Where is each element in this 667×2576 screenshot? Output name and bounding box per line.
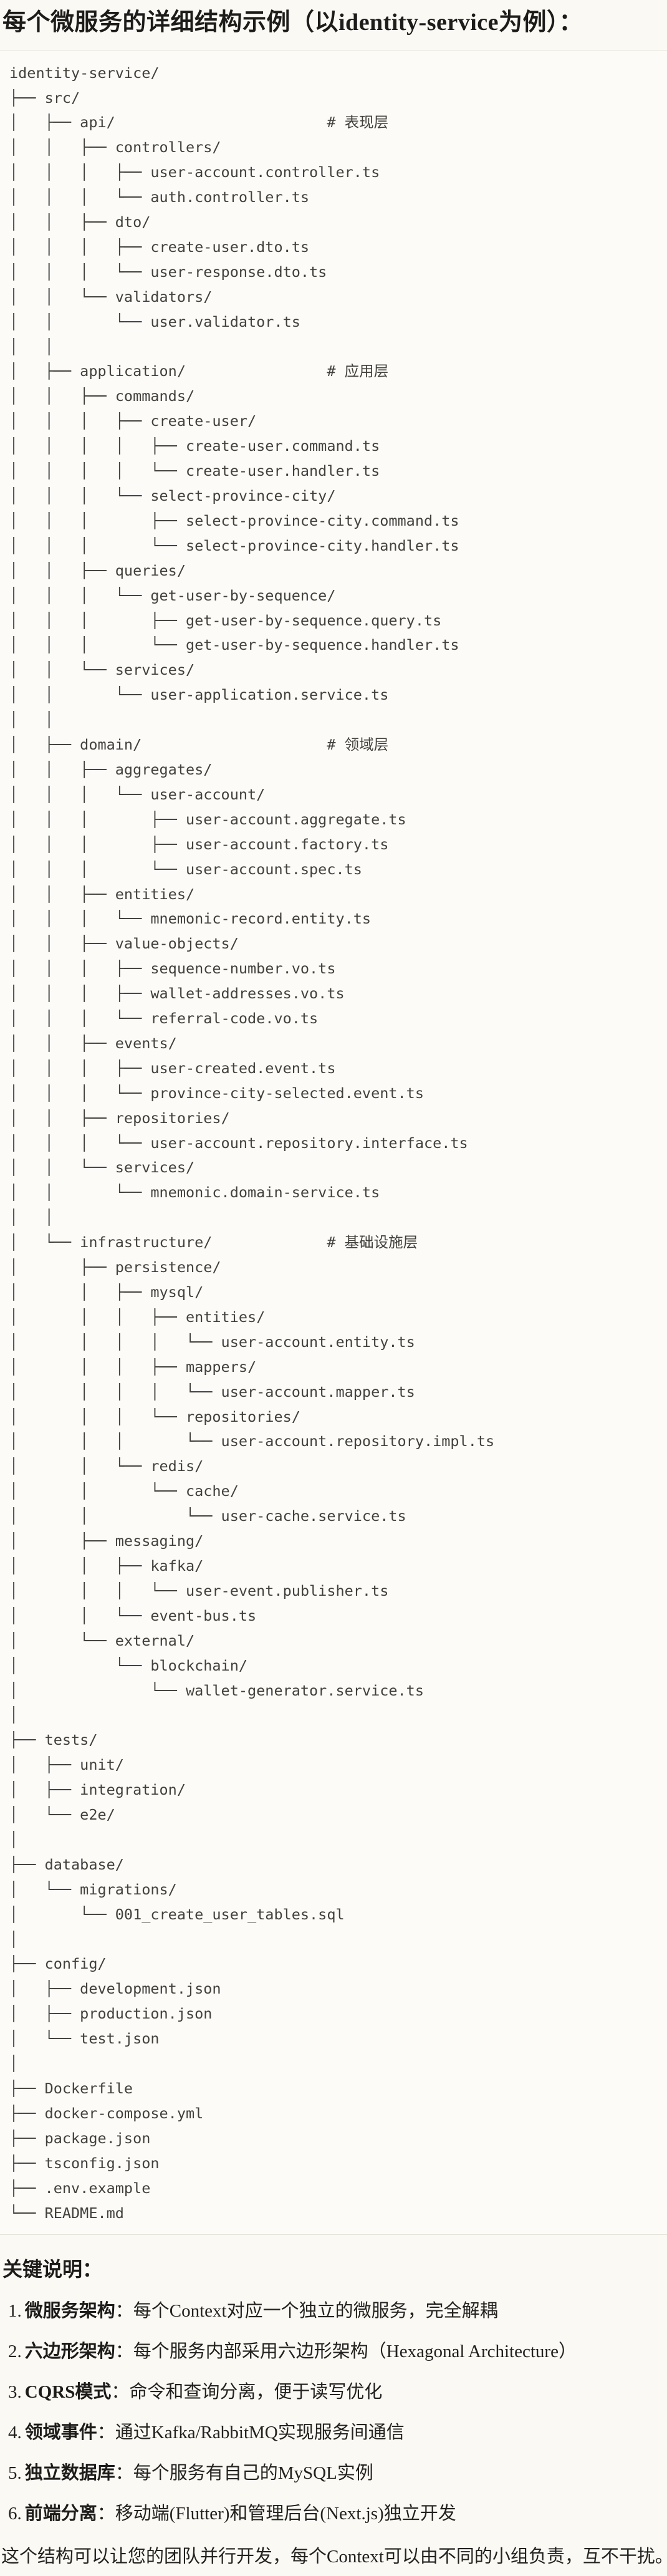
notes-heading: 关键说明： (2, 2258, 103, 2281)
note-text: ：通过Kafka/RabbitMQ实现服务间通信 (97, 2422, 405, 2443)
note-number: 4. (8, 2422, 22, 2443)
note-item-cqrs: 3.CQRS模式：命令和查询分离，便于读写优化 (8, 2382, 667, 2403)
note-label: 六边形架构 (24, 2342, 115, 2362)
note-text: ：每个服务内部采用六边形架构（Hexagonal Architecture） (115, 2342, 577, 2362)
directory-tree-text: identity-service/ ├── src/ │ ├── api/ # … (9, 64, 495, 2222)
note-label: 领域事件 (24, 2422, 97, 2443)
note-label: 微服务架构 (24, 2301, 115, 2322)
note-label: CQRS模式 (24, 2382, 112, 2403)
note-item-microservices: 1.微服务架构：每个Context对应一个独立的微服务，完全解耦 (8, 2301, 667, 2322)
note-item-frontend-split: 6.前端分离：移动端(Flutter)和管理后台(Next.js)独立开发 (8, 2504, 667, 2524)
note-number: 6. (8, 2503, 22, 2524)
note-item-domain-events: 4.领域事件：通过Kafka/RabbitMQ实现服务间通信 (8, 2423, 667, 2443)
note-text: ：命令和查询分离，便于读写优化 (111, 2382, 383, 2403)
note-item-hexagonal: 2.六边形架构：每个服务内部采用六边形架构（Hexagonal Architec… (8, 2342, 667, 2362)
note-text: ：每个服务有自己的MySQL实例 (115, 2463, 373, 2483)
note-label: 前端分离 (24, 2503, 97, 2524)
note-text: ：每个Context对应一个独立的微服务，完全解耦 (115, 2301, 498, 2322)
note-text: ：移动端(Flutter)和管理后台(Next.js)独立开发 (97, 2503, 456, 2524)
directory-tree-block: identity-service/ ├── src/ │ ├── api/ # … (0, 49, 667, 2236)
note-number: 3. (8, 2382, 22, 2403)
page-title: 每个微服务的详细结构示例（以identity-service为例）： (2, 9, 583, 36)
note-item-independent-db: 5.独立数据库：每个服务有自己的MySQL实例 (8, 2463, 667, 2484)
summary-paragraph: 这个结构可以让您的团队并行开发，每个Context可以由不同的小组负责，互不干扰… (1, 2546, 667, 2567)
note-number: 2. (8, 2342, 22, 2362)
note-number: 1. (8, 2301, 22, 2322)
note-number: 5. (8, 2463, 22, 2483)
notes-list: 1.微服务架构：每个Context对应一个独立的微服务，完全解耦 2.六边形架构… (0, 2301, 667, 2524)
note-label: 独立数据库 (24, 2463, 115, 2483)
